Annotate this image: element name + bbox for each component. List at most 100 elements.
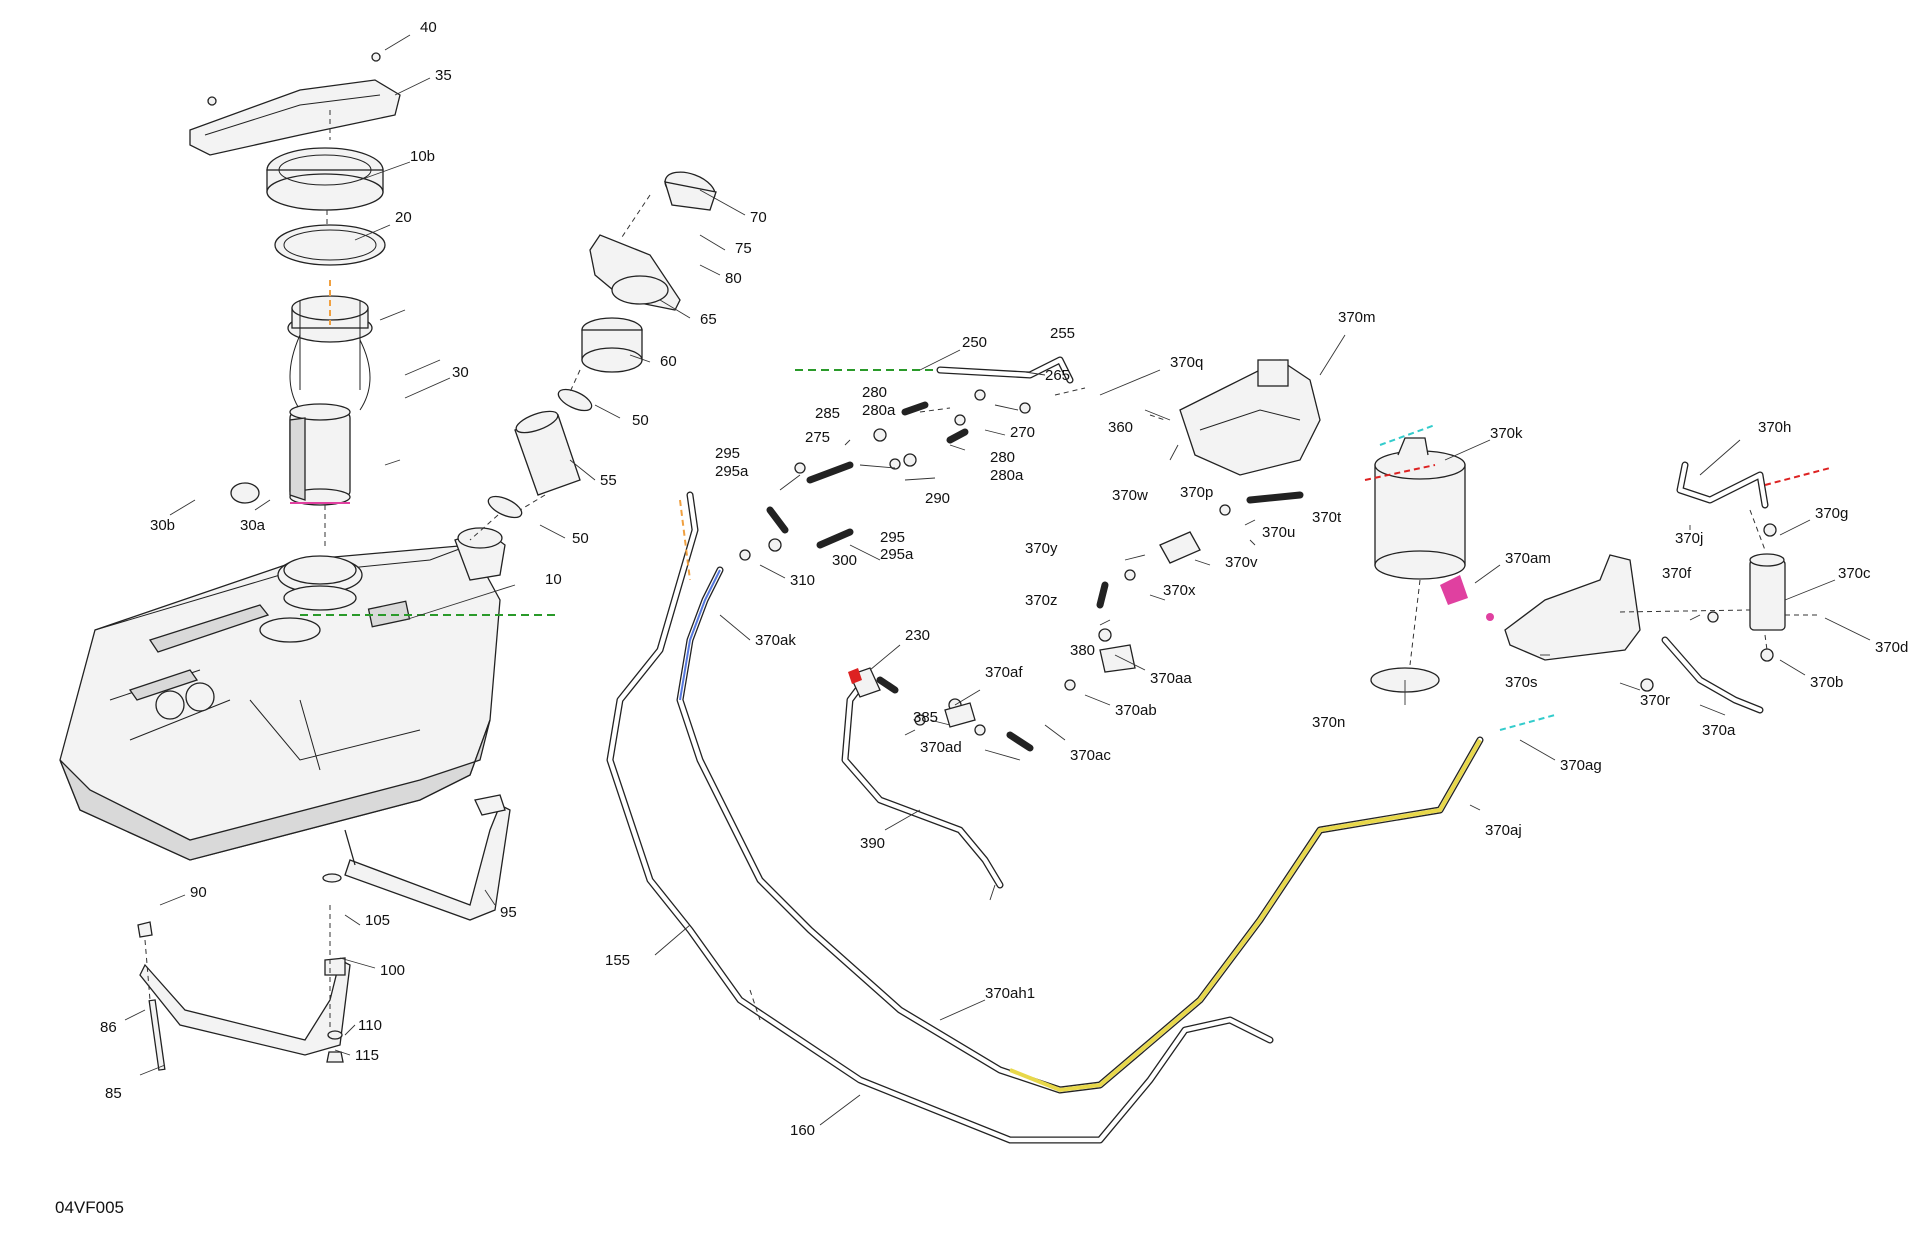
callout-label: 115 <box>355 1047 379 1064</box>
vapour-hose-chain <box>766 356 1304 752</box>
callout-label: 290 <box>925 490 950 507</box>
callout-label: 95 <box>500 904 517 921</box>
drawing-code: 04VF005 <box>55 1198 124 1217</box>
callout-label: 280 <box>990 449 1015 466</box>
callout-label: 295a <box>715 463 749 480</box>
callout-labels: 10 10b 20 30 30a 30b 35 40 50 50 55 60 6… <box>55 19 1908 1217</box>
callout-label: 370r <box>1640 692 1670 709</box>
callout-label: 370am <box>1505 550 1551 567</box>
callout-label: 160 <box>790 1122 815 1139</box>
callout-label: 86 <box>100 1019 117 1036</box>
callout-label: 275 <box>805 429 830 446</box>
callout-label: 280a <box>862 402 896 419</box>
callout-label: 50 <box>572 530 589 547</box>
callout-label: 370ag <box>1560 757 1602 774</box>
callout-label: 35 <box>435 67 452 84</box>
canister-bracket-370m <box>1179 359 1321 476</box>
callout-label: 295a <box>880 546 914 563</box>
callout-label: 370p <box>1180 484 1213 501</box>
callout-label: 385 <box>913 709 938 726</box>
callout-label: 370g <box>1815 505 1848 522</box>
filler-hose-55 <box>514 410 581 496</box>
callout-label: 370aa <box>1150 670 1192 687</box>
callout-label: 310 <box>790 572 815 589</box>
callout-label: 390 <box>860 835 885 852</box>
lock-ring-10b <box>266 147 384 211</box>
callout-label: 55 <box>600 472 617 489</box>
callout-label: 370ac <box>1070 747 1111 764</box>
callout-label: 370y <box>1025 540 1058 557</box>
tank-strap-95 <box>344 794 511 921</box>
callout-label: 370k <box>1490 425 1523 442</box>
clamp-50-lower <box>487 495 523 519</box>
blue-line-370ak <box>679 569 721 701</box>
callout-label: 50 <box>632 412 649 429</box>
callout-label: 30b <box>150 517 175 534</box>
callout-label: 370z <box>1025 592 1058 609</box>
callout-label: 90 <box>190 884 207 901</box>
fuel-line-155 <box>606 491 1274 1144</box>
connection-lines <box>290 280 1831 731</box>
callout-label: 40 <box>420 19 437 36</box>
callout-label: 370ak <box>755 632 796 649</box>
callout-label: 280 <box>862 384 887 401</box>
callout-label: 370aj <box>1485 822 1522 839</box>
callout-label: 370ad <box>920 739 962 756</box>
component-370c <box>1749 553 1786 631</box>
callout-label: 85 <box>105 1085 122 1102</box>
small-fittings-right <box>1440 523 1777 692</box>
callout-label: 370u <box>1262 524 1295 541</box>
tank-strap-100 <box>139 957 351 1056</box>
callout-label: 370b <box>1810 674 1843 691</box>
callout-label: 30 <box>452 364 469 381</box>
callout-label: 75 <box>735 240 752 257</box>
callout-label: 10 <box>545 571 562 588</box>
callout-label: 370q <box>1170 354 1203 371</box>
yellow-line-370aj <box>1009 739 1482 1093</box>
callout-label: 20 <box>395 209 412 226</box>
callout-label: 10b <box>410 148 435 165</box>
callout-label: 370ah1 <box>985 985 1035 1002</box>
callout-label: 370v <box>1225 554 1258 571</box>
cover-35 <box>189 52 401 156</box>
valve-370af <box>944 702 976 728</box>
assembly-axes <box>144 110 1820 1030</box>
callout-label: 370h <box>1758 419 1791 436</box>
callout-label: 105 <box>365 912 390 929</box>
callout-label: 370s <box>1505 674 1538 691</box>
filler-cap-70 <box>664 171 717 211</box>
callout-label: 370c <box>1838 565 1871 582</box>
callout-label: 255 <box>1050 325 1075 342</box>
tube-370a <box>1661 636 1764 714</box>
callout-label: 370d <box>1875 639 1908 656</box>
connector-230 <box>848 667 881 698</box>
canister-370k <box>1374 437 1466 580</box>
hardware-fasteners <box>137 873 344 1071</box>
callout-label: 370x <box>1163 582 1196 599</box>
heat-shield-370s <box>1504 554 1641 661</box>
callout-label: 80 <box>725 270 742 287</box>
callout-label: 30a <box>240 517 266 534</box>
filler-neck-60 <box>581 317 643 373</box>
callout-label: 370m <box>1338 309 1376 326</box>
callout-label: 300 <box>832 552 857 569</box>
callout-label: 60 <box>660 353 677 370</box>
callout-leaders <box>124 34 1871 1126</box>
callout-label: 110 <box>358 1017 382 1034</box>
callout-label: 370w <box>1112 487 1148 504</box>
callout-label: 370f <box>1662 565 1692 582</box>
valve-370aa <box>1099 644 1136 673</box>
callout-label: 280a <box>990 467 1024 484</box>
pump-gasket-20 <box>274 224 386 266</box>
valve-370w <box>1159 531 1201 564</box>
tube-370h <box>1676 461 1769 509</box>
callout-label: 360 <box>1108 419 1133 436</box>
callout-label: 370af <box>985 664 1023 681</box>
callout-label: 65 <box>700 311 717 328</box>
callout-label: 380 <box>1070 642 1095 659</box>
callout-label: 70 <box>750 209 767 226</box>
callout-label: 265 <box>1045 367 1070 384</box>
callout-label: 250 <box>962 334 987 351</box>
filler-housing-65 <box>589 234 681 311</box>
